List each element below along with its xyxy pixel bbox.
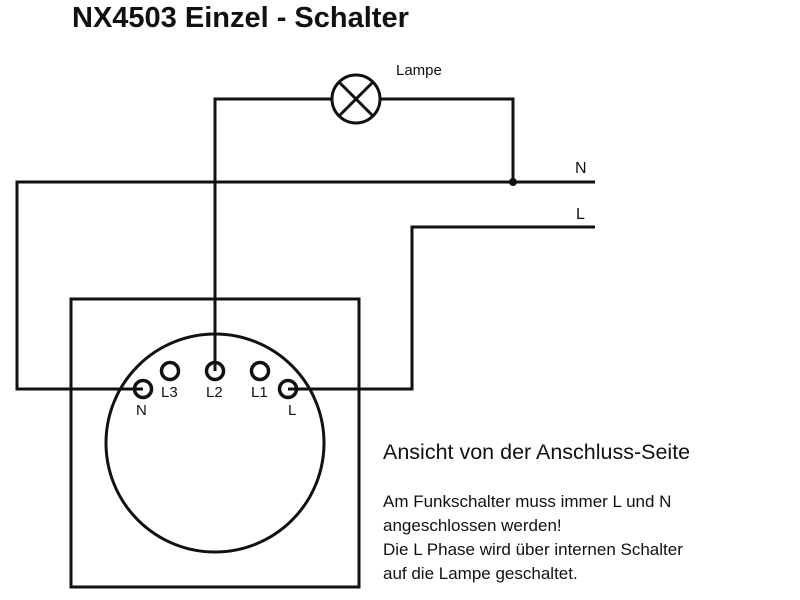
switch-body [104, 332, 326, 554]
view-caption: Ansicht von der Anschluss-Seite [383, 440, 691, 464]
note-line: Die L Phase wird über internen Schalter [383, 540, 683, 559]
switch-housing [69, 297, 361, 589]
terminal-l3 [159, 360, 181, 382]
wiring-note: Am Funkschalter muss immer L und N anges… [383, 490, 683, 586]
terminal-l1 [249, 360, 271, 382]
note-line: angeschlossen werden! [383, 516, 562, 535]
page-title: NX4503 Einzel - Schalter [72, 2, 409, 34]
note-line: Am Funkschalter muss immer L und N [383, 492, 672, 511]
lamp-wire-right [380, 97, 515, 182]
terminal-label-l: L [288, 402, 296, 419]
lamp-label: Lampe [396, 62, 442, 79]
terminal-label-l3: L3 [161, 384, 178, 401]
junction-dot [509, 178, 517, 186]
terminal-label-l1: L1 [251, 384, 268, 401]
lamp-icon [330, 73, 382, 125]
live-label: L [576, 206, 585, 223]
terminal-label-n: N [136, 402, 147, 419]
terminal-label-l2: L2 [206, 384, 223, 401]
neutral-label: N [575, 160, 587, 177]
neutral-wire [15, 180, 595, 391]
lamp-wire-left [213, 97, 332, 370]
note-line: auf die Lampe geschaltet. [383, 564, 578, 583]
live-wire [288, 225, 595, 391]
